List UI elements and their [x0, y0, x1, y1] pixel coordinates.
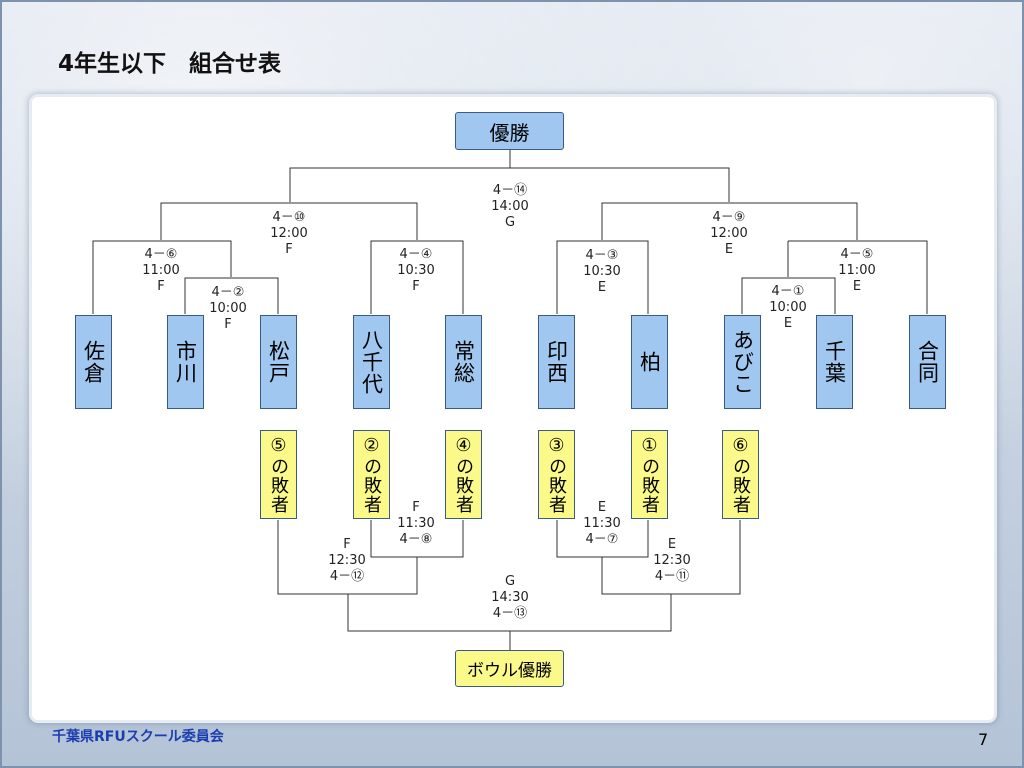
- match-label-9: 4－⑨ 12:00 E: [710, 210, 747, 258]
- match-time: 11:00: [838, 263, 876, 278]
- match-number: 4－⑦: [585, 532, 619, 547]
- match-court: E: [724, 242, 734, 257]
- match-label-13: G 14:30 4－⑬: [491, 574, 528, 622]
- match-time: 10:30: [583, 264, 621, 279]
- match-court: E: [783, 316, 793, 331]
- match-number: 4－①: [771, 284, 805, 299]
- loser-box-2: ②の敗者: [353, 430, 390, 519]
- match-time: 10:30: [397, 263, 435, 278]
- match-number: 4－⑧: [399, 532, 433, 547]
- match-court: E: [852, 279, 862, 294]
- match-label-11: E 12:30 4－⑪: [653, 537, 690, 585]
- match-court: F: [343, 537, 351, 552]
- match-number: 4－⑤: [840, 247, 874, 262]
- team-box-godo: 合同: [909, 315, 946, 409]
- match-court: F: [412, 500, 420, 515]
- team-box-yachiyo: 八千代: [353, 315, 390, 409]
- match-label-10: 4－⑩ 12:00 F: [270, 210, 307, 258]
- match-number: 4－⑫: [329, 569, 365, 584]
- match-number: 4－⑭: [492, 183, 528, 198]
- match-time: 11:30: [583, 516, 621, 531]
- match-number: 4－④: [399, 247, 433, 262]
- match-court: E: [597, 280, 607, 295]
- match-number: 4－⑪: [654, 569, 690, 584]
- bowl-champion-box: ボウル優勝: [455, 650, 564, 687]
- match-court: F: [157, 279, 165, 294]
- loser-label: ⑥の敗者: [730, 435, 751, 514]
- match-label-1: 4－① 10:00 E: [769, 284, 806, 332]
- team-box-joso: 常総: [445, 315, 482, 409]
- match-time: 14:30: [491, 590, 529, 605]
- match-court: F: [285, 242, 293, 257]
- match-court: G: [504, 574, 516, 589]
- match-label-12: F 12:30 4－⑫: [328, 537, 365, 585]
- team-name: 合同: [915, 340, 940, 384]
- footer-organization: 千葉県RFUスクール委員会: [52, 729, 224, 745]
- loser-box-4: ④の敗者: [445, 430, 482, 519]
- match-time: 10:00: [209, 301, 247, 316]
- match-number: 4－⑬: [492, 606, 528, 621]
- match-time: 12:30: [328, 553, 366, 568]
- team-box-matsudo: 松戸: [260, 315, 297, 409]
- loser-label: ③の敗者: [546, 435, 567, 514]
- champion-box: 優勝: [455, 112, 564, 150]
- team-box-inzai: 印西: [538, 315, 575, 409]
- match-number: 4－⑩: [272, 210, 306, 225]
- team-name: 柏: [637, 351, 662, 373]
- team-name: 千葉: [822, 340, 847, 384]
- match-number: 4－③: [585, 248, 619, 263]
- match-time: 11:30: [397, 516, 435, 531]
- loser-label: ②の敗者: [361, 435, 382, 514]
- loser-box-6: ⑥の敗者: [722, 430, 759, 519]
- match-number: 4－⑥: [144, 247, 178, 262]
- match-label-6: 4－⑥ 11:00 F: [142, 247, 179, 295]
- slide-title: 4年生以下 組合せ表: [58, 51, 282, 77]
- match-time: 10:00: [769, 300, 807, 315]
- match-court: E: [597, 500, 607, 515]
- page-number: 7: [978, 730, 989, 749]
- match-time: 12:30: [653, 553, 691, 568]
- team-box-chiba: 千葉: [816, 315, 853, 409]
- team-name: 松戸: [266, 340, 291, 384]
- match-court: F: [412, 279, 420, 294]
- team-name: あびこ: [730, 329, 755, 395]
- team-name: 印西: [544, 340, 569, 384]
- team-box-ichikawa: 市川: [167, 315, 204, 409]
- match-number: 4－⑨: [712, 210, 746, 225]
- match-time: 14:00: [491, 199, 529, 214]
- team-box-abiko: あびこ: [724, 315, 761, 409]
- team-name: 常総: [451, 340, 476, 384]
- match-time: 12:00: [710, 226, 748, 241]
- match-label-8: F 11:30 4－⑧: [397, 500, 434, 548]
- match-time: 11:00: [142, 263, 180, 278]
- team-name: 市川: [173, 340, 198, 384]
- match-court: F: [224, 317, 232, 332]
- match-label-14: 4－⑭ 14:00 G: [491, 183, 528, 231]
- loser-label: ①の敗者: [639, 435, 660, 514]
- match-court: G: [504, 215, 516, 230]
- match-court: E: [667, 537, 677, 552]
- match-number: 4－②: [211, 285, 245, 300]
- match-time: 12:00: [270, 226, 308, 241]
- team-box-kashiwa: 柏: [631, 315, 668, 409]
- match-label-5: 4－⑤ 11:00 E: [838, 247, 875, 295]
- match-label-4: 4－④ 10:30 F: [397, 247, 434, 295]
- loser-label: ④の敗者: [453, 435, 474, 514]
- loser-box-1: ①の敗者: [631, 430, 668, 519]
- match-label-2: 4－② 10:00 F: [209, 285, 246, 333]
- match-label-7: E 11:30 4－⑦: [583, 500, 620, 548]
- loser-box-5: ⑤の敗者: [260, 430, 297, 519]
- loser-label: ⑤の敗者: [268, 435, 289, 514]
- loser-box-3: ③の敗者: [538, 430, 575, 519]
- team-box-sakura: 佐倉: [75, 315, 112, 409]
- match-label-3: 4－③ 10:30 E: [583, 248, 620, 296]
- team-name: 八千代: [359, 329, 384, 395]
- team-name: 佐倉: [81, 340, 106, 384]
